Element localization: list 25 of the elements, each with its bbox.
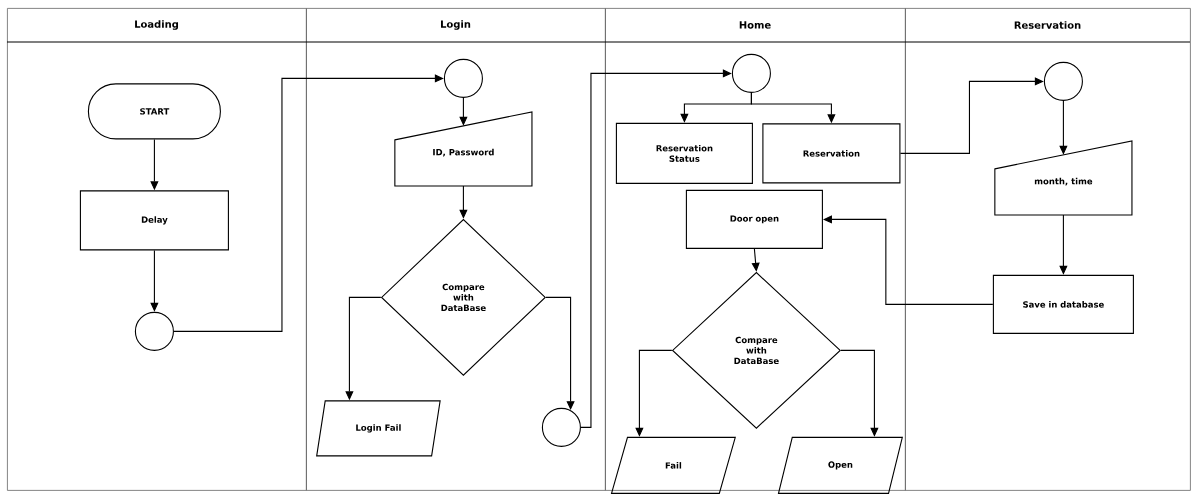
arrow <box>150 249 159 312</box>
arrow <box>635 349 673 437</box>
connector-circle <box>134 311 174 351</box>
arrow <box>823 215 994 305</box>
arrow <box>580 69 732 428</box>
process-box: Save in database <box>992 274 1134 334</box>
arrow <box>751 248 760 272</box>
arrow <box>840 349 879 437</box>
arrow <box>1059 214 1068 275</box>
process-box: Reservation Status <box>615 122 753 184</box>
arrow <box>459 97 468 126</box>
data-parallelogram: Open <box>777 436 904 494</box>
connector-circle <box>443 58 483 98</box>
connector-circle <box>731 53 771 93</box>
arrow <box>1059 100 1068 155</box>
arrow <box>899 77 1044 154</box>
process-box: Delay <box>79 190 229 251</box>
arrow <box>173 74 444 332</box>
start-terminal: START <box>87 83 221 140</box>
connector-circle <box>1043 61 1083 101</box>
data-parallelogram: Login Fail <box>316 400 441 457</box>
process-box: Reservation <box>762 123 901 184</box>
process-box: Door open <box>685 189 823 249</box>
arrow <box>459 185 468 219</box>
connector-circle <box>541 407 581 447</box>
